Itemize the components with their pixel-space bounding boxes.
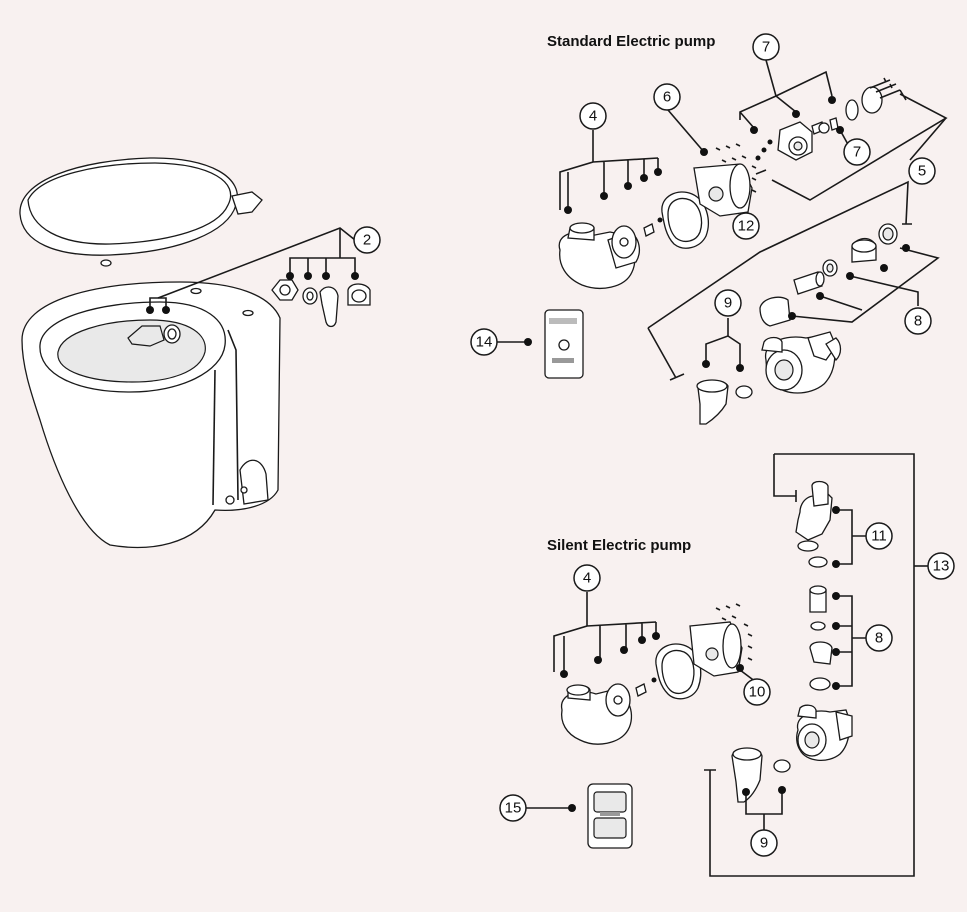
toilet-bowl xyxy=(21,281,281,549)
callout-12: 12 xyxy=(732,212,760,240)
svg-text:15: 15 xyxy=(505,800,522,817)
svg-text:7: 7 xyxy=(762,39,770,56)
svg-text:8: 8 xyxy=(875,630,883,647)
svg-text:13: 13 xyxy=(933,558,950,575)
callout-4-standard: 4 xyxy=(579,102,607,130)
callout-15: 15 xyxy=(499,794,527,822)
svg-text:14: 14 xyxy=(476,334,493,351)
standard-screws xyxy=(715,143,757,193)
callout-2: 2 xyxy=(353,226,381,254)
callout-4-silent: 4 xyxy=(573,564,601,592)
svg-text:4: 4 xyxy=(583,570,591,587)
callout-7-top: 7 xyxy=(752,33,780,61)
svg-text:6: 6 xyxy=(663,89,671,106)
silent-pump-title: Silent Electric pump xyxy=(547,537,692,554)
svg-text:11: 11 xyxy=(871,528,887,545)
callout-11: 11 xyxy=(865,522,893,550)
svg-text:7: 7 xyxy=(853,144,861,161)
svg-text:4: 4 xyxy=(589,108,597,125)
toilet-illustration xyxy=(19,157,371,549)
toilet-lid xyxy=(19,157,263,267)
standard-pump-title: Standard Electric pump xyxy=(547,33,716,50)
svg-text:2: 2 xyxy=(363,232,371,249)
standard-pump-assembly xyxy=(558,59,948,425)
svg-text:9: 9 xyxy=(760,835,768,852)
control-panel-14 xyxy=(497,309,584,379)
svg-text:5: 5 xyxy=(918,163,926,180)
inlet-fittings xyxy=(271,279,371,328)
svg-text:8: 8 xyxy=(914,313,922,330)
callout-13: 13 xyxy=(927,552,955,580)
callout-9-silent: 9 xyxy=(750,829,778,857)
svg-text:12: 12 xyxy=(738,218,755,235)
callout-6: 6 xyxy=(653,83,681,111)
control-panel-15 xyxy=(526,783,633,849)
callout-9-standard: 9 xyxy=(714,289,742,317)
silent-pump-assembly xyxy=(553,453,928,877)
callout-8-standard: 8 xyxy=(904,307,932,335)
callout-14: 14 xyxy=(470,328,498,356)
callout-10: 10 xyxy=(743,678,771,706)
leader-2 xyxy=(146,227,359,314)
callout-7-lower: 7 xyxy=(843,138,871,166)
svg-text:9: 9 xyxy=(724,295,732,312)
svg-text:10: 10 xyxy=(749,684,766,701)
callout-5: 5 xyxy=(908,157,936,185)
callout-8-silent: 8 xyxy=(865,624,893,652)
